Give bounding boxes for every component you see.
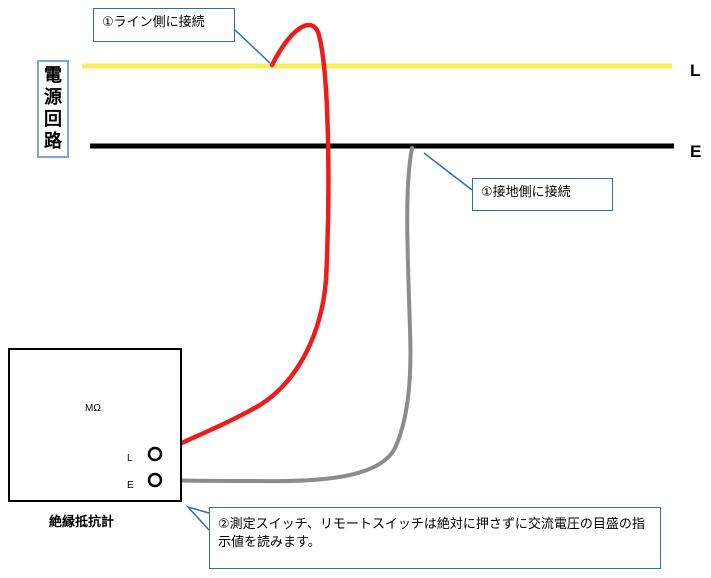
line-letter-e: E [690, 142, 702, 161]
terminal-e-label: E [127, 480, 134, 491]
line-lead [158, 22, 331, 456]
callout-earth-pointer [423, 152, 473, 191]
power-circuit-label: 電源回路 [37, 60, 69, 158]
meter-unit-label: MΩ [85, 403, 101, 414]
terminal-l-label: L [127, 453, 133, 464]
callout-note-pointer [185, 505, 210, 531]
callout-line-side: ①ライン側に接続 [93, 8, 235, 42]
callout-line-pointer [234, 29, 271, 64]
meter-title: 絶縁抵抗計 [49, 515, 115, 530]
callout-earth-side: ①接地側に接続 [472, 178, 613, 211]
earth-lead [162, 146, 414, 484]
line-letter-l: L [690, 61, 701, 80]
callout-instruction: ②測定スイッチ、リモートスイッチは絶対に押さずに交流電圧の目盛の指示値を読みます… [209, 507, 661, 569]
terminal-l[interactable] [147, 446, 163, 462]
terminal-e[interactable] [147, 472, 163, 488]
